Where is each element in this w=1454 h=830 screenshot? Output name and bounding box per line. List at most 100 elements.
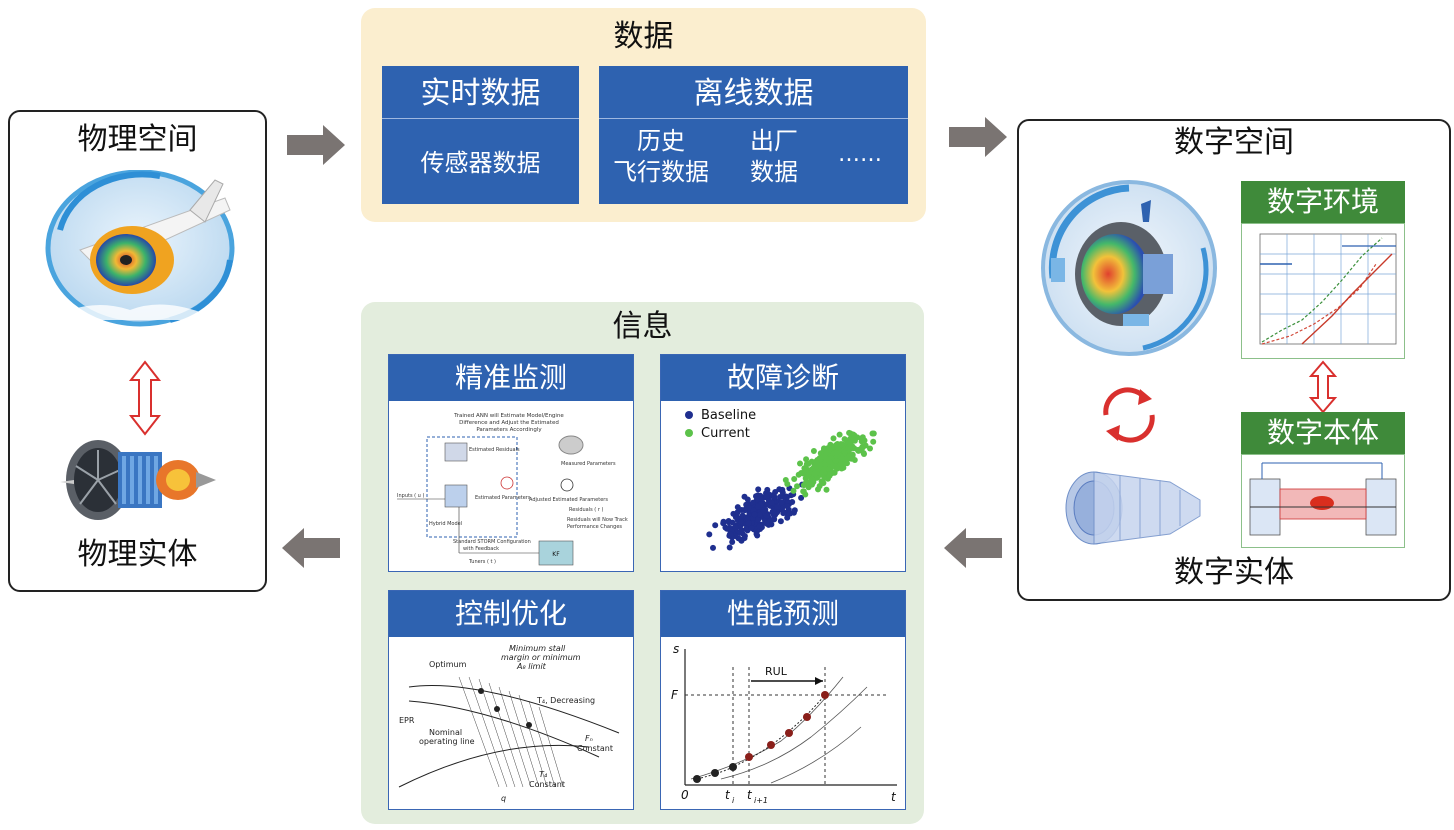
epr-axis-label: EPR <box>399 716 415 725</box>
factory-label-line1: 出厂 <box>750 127 798 155</box>
current-point <box>784 481 791 487</box>
current-point <box>810 476 816 483</box>
baseline-point <box>729 519 736 526</box>
digital-environment-label: 数字环境 <box>1241 181 1405 223</box>
baseline-legend-label: Baseline <box>701 408 756 423</box>
baseline-point <box>741 533 748 539</box>
current-point <box>840 464 847 471</box>
current-point <box>800 488 807 495</box>
baseline-point <box>763 512 770 519</box>
t4-constant-label: Constant <box>529 780 565 789</box>
ti1-subscript: i+1 <box>754 796 768 805</box>
baseline-point <box>744 515 751 522</box>
current-point <box>805 460 812 467</box>
track-line2: Performance Changes <box>567 524 622 530</box>
tuners-label: Tuners ( t ) <box>468 559 496 565</box>
realtime-data-title: 实时数据 <box>382 66 579 119</box>
offline-data-box: 离线数据 历史 飞行数据 出厂 数据 …… <box>599 66 908 204</box>
current-point <box>790 487 797 494</box>
baseline-point <box>738 527 745 534</box>
residuals-label: Residuals ( r ) <box>569 507 603 513</box>
baseline-point <box>763 520 770 527</box>
current-point <box>830 435 837 442</box>
ti-subscript: i <box>732 796 735 805</box>
monitor-note-line3: Parameters Accordingly <box>476 427 542 433</box>
control-card: 控制优化 Minimum stall margin or minimum A₈ … <box>388 590 634 810</box>
baseline-point <box>732 524 739 531</box>
baseline-point <box>720 520 727 527</box>
baseline-point <box>710 544 716 551</box>
fn-label: Fₙ <box>585 734 593 743</box>
baseline-point <box>751 511 758 518</box>
current-point <box>855 447 862 454</box>
baseline-point <box>734 504 741 511</box>
current-point <box>870 438 877 445</box>
current-point <box>836 431 843 438</box>
baseline-point <box>770 509 777 516</box>
flight-envelope-chart-image <box>1241 223 1405 359</box>
ti-label: t <box>725 788 731 802</box>
digital-space-title: 数字空间 <box>1174 125 1294 160</box>
current-point <box>867 445 873 452</box>
current-point <box>841 436 848 443</box>
current-point <box>791 476 798 482</box>
prediction-card-title: 性能预测 <box>661 591 905 637</box>
digital-twin-engine-image <box>1041 180 1217 356</box>
baseline-point <box>753 531 760 537</box>
digital-ontology-label: 数字本体 <box>1241 412 1405 454</box>
cycle-icon <box>1103 387 1155 443</box>
prediction-card: 性能预测 s F RUL 0 t i t i+1 t <box>660 590 906 810</box>
storm-line2: with Feedback <box>463 546 499 552</box>
nominal-label: Nominal <box>429 728 462 737</box>
baseline-point <box>706 531 713 538</box>
track-line1: Residuals will Now Track <box>567 517 628 523</box>
left-arrow-icon <box>282 528 340 568</box>
t-axis-label: t <box>891 790 897 804</box>
min-stall-label: Minimum stall <box>509 644 566 653</box>
baseline-point <box>798 494 805 501</box>
history-label-line1: 历史 <box>637 127 685 155</box>
physical-entity-label: 物理实体 <box>77 537 198 572</box>
f-threshold-label: F <box>671 688 679 702</box>
diagnosis-card-title: 故障诊断 <box>661 355 905 401</box>
diagnosis-card: 故障诊断 Baseline Current <box>660 354 906 572</box>
baseline-point <box>745 520 752 527</box>
sensor-data-label: 传感器数据 <box>420 149 541 177</box>
current-point <box>848 455 855 462</box>
current-point <box>829 470 836 477</box>
bidirectional-arrow-icon <box>1308 360 1338 414</box>
q-axis-label: q <box>501 794 506 803</box>
current-point <box>802 466 809 473</box>
monitoring-card: 精准监测 Trained ANN will Estimate Model/Eng… <box>388 354 634 572</box>
current-point <box>810 448 817 454</box>
current-point <box>822 455 829 461</box>
current-point <box>842 460 848 466</box>
engine-model-diagram-image <box>1241 454 1405 548</box>
history-flight-data-label: 历史 飞行数据 <box>599 126 723 188</box>
offline-data-title: 离线数据 <box>599 66 908 119</box>
info-panel-title: 信息 <box>612 309 673 344</box>
rul-label: RUL <box>765 665 788 678</box>
baseline-point <box>755 517 761 523</box>
digital-entity-label: 数字实体 <box>1174 555 1294 590</box>
left-arrow-icon <box>944 528 1002 568</box>
current-point <box>826 458 833 465</box>
baseline-legend-marker <box>685 411 693 419</box>
baseline-point <box>729 539 736 545</box>
baseline-point <box>779 489 786 496</box>
current-point <box>847 445 854 452</box>
current-point <box>800 482 807 489</box>
adjusted-params-label: Adjusted Estimated Parameters <box>529 497 608 503</box>
baseline-point <box>778 499 785 506</box>
baseline-point <box>744 496 751 503</box>
monitor-note-line2: Difference and Adjust the Estimated <box>459 420 559 426</box>
current-point <box>859 434 866 441</box>
baseline-point <box>774 503 781 510</box>
baseline-point <box>789 499 796 505</box>
baseline-point <box>743 525 750 532</box>
s-axis-label: s <box>673 642 679 656</box>
baseline-point <box>749 499 756 506</box>
current-point <box>838 441 845 448</box>
current-point <box>812 463 819 470</box>
storm-line1: Standard STORM Configuration <box>453 539 531 545</box>
